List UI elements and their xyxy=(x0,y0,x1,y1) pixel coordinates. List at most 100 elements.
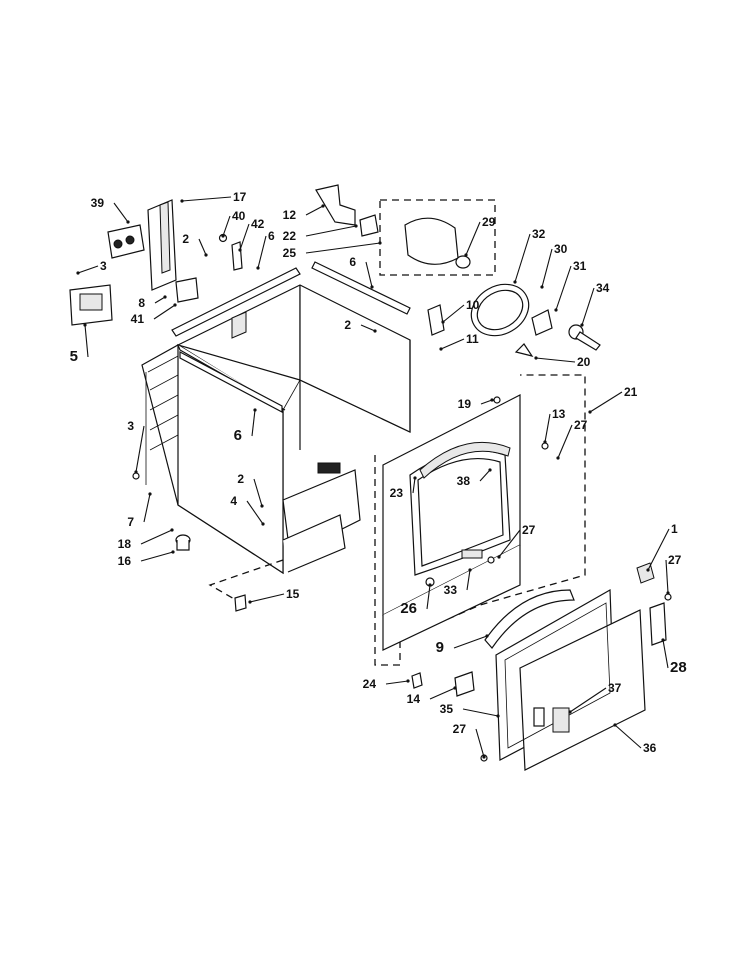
leader-line-c5 xyxy=(84,324,89,358)
leader-tip-c13 xyxy=(543,440,547,444)
leader-tip-c27c xyxy=(666,591,670,595)
leader-tip-c35 xyxy=(496,714,500,718)
leader-tip-c2b xyxy=(373,329,377,333)
callout-c22: 22 xyxy=(283,229,297,243)
leader-tip-c15 xyxy=(248,600,252,604)
leader-tip-c30 xyxy=(540,285,544,289)
callout-c34: 34 xyxy=(596,281,610,295)
callout-c1: 1 xyxy=(671,522,678,536)
callout-c16: 16 xyxy=(118,554,132,568)
leader-tip-c6b xyxy=(370,285,374,289)
callout-c33: 33 xyxy=(444,583,458,597)
front-panel-assembly xyxy=(374,374,586,666)
motor-assembly xyxy=(315,184,496,276)
leader-line-c28 xyxy=(662,639,669,669)
callout-c31: 31 xyxy=(573,259,587,273)
callout-c7: 7 xyxy=(127,515,134,529)
leader-line-c21 xyxy=(589,391,623,413)
leader-line-c27d xyxy=(475,728,485,758)
leader-line-c2c xyxy=(253,478,263,507)
leader-tip-c2a xyxy=(204,253,208,257)
leader-tip-c32 xyxy=(513,280,517,284)
callout-c35: 35 xyxy=(440,702,454,716)
leader-tip-c12 xyxy=(321,204,325,208)
leader-tip-c23 xyxy=(413,476,417,480)
callout-c37: 37 xyxy=(608,681,622,695)
leader-tip-c22 xyxy=(354,224,358,228)
leader-tip-c6a xyxy=(256,266,260,270)
leader-tip-c9 xyxy=(485,634,489,638)
callout-c24: 24 xyxy=(363,677,377,691)
leader-tip-c29 xyxy=(464,253,468,257)
leader-line-c6c xyxy=(251,409,256,437)
callout-c26: 26 xyxy=(400,600,417,617)
leader-tip-c4 xyxy=(261,522,265,526)
callout-c6a: 6 xyxy=(268,229,275,243)
leader-line-c18 xyxy=(140,529,173,545)
leader-line-c41 xyxy=(153,304,176,320)
callout-c18: 18 xyxy=(118,537,132,551)
leader-tip-c27a xyxy=(556,456,560,460)
leader-tip-c36 xyxy=(613,723,617,727)
callout-c30: 30 xyxy=(554,242,568,256)
callout-c28: 28 xyxy=(670,659,687,676)
leader-tip-c8 xyxy=(163,295,167,299)
callout-c2c: 2 xyxy=(237,472,244,486)
leader-line-c19 xyxy=(480,399,493,405)
leader-line-c25 xyxy=(305,242,381,254)
callout-c2b: 2 xyxy=(344,318,351,332)
callout-c29: 29 xyxy=(482,215,496,229)
callout-c11: 11 xyxy=(466,332,479,346)
callout-c17: 17 xyxy=(233,190,247,204)
leader-line-c3a xyxy=(77,265,99,274)
leader-tip-c7 xyxy=(148,492,152,496)
leader-tip-c39 xyxy=(126,220,130,224)
callout-c42: 42 xyxy=(251,217,265,231)
callout-c2a: 2 xyxy=(182,232,189,246)
leader-line-c1 xyxy=(647,528,670,571)
callout-c3b: 3 xyxy=(127,419,134,433)
leader-line-c15 xyxy=(249,593,285,603)
leader-line-c6a xyxy=(257,235,267,269)
callout-c25: 25 xyxy=(283,246,297,260)
leader-tip-c41 xyxy=(173,303,177,307)
leader-line-c37 xyxy=(569,687,607,713)
leader-line-c12 xyxy=(305,205,324,216)
leader-tip-c27b xyxy=(497,555,501,559)
callout-c32: 32 xyxy=(532,227,546,241)
leader-line-c14 xyxy=(429,687,456,700)
callout-c6c: 6 xyxy=(234,427,242,444)
leader-line-c6b xyxy=(365,261,373,288)
callout-c23: 23 xyxy=(390,486,404,500)
door xyxy=(411,562,667,771)
leader-tip-c40 xyxy=(221,234,225,238)
leader-line-c36 xyxy=(614,724,642,749)
callout-c41: 41 xyxy=(131,312,145,326)
leader-line-c24 xyxy=(385,680,409,685)
callout-c12: 12 xyxy=(283,208,297,222)
leader-line-c39 xyxy=(113,202,129,223)
leader-line-c7 xyxy=(143,493,151,523)
leader-tip-c34 xyxy=(580,323,584,327)
callout-c14: 14 xyxy=(407,692,421,706)
control-bracket xyxy=(69,199,243,326)
leader-tip-c33 xyxy=(468,568,472,572)
callout-c9: 9 xyxy=(436,639,444,656)
leader-tip-c24 xyxy=(406,679,410,683)
leader-tip-c19 xyxy=(490,398,494,402)
callout-c27d: 27 xyxy=(453,722,467,736)
leader-tip-c10 xyxy=(441,320,445,324)
leader-line-c27c xyxy=(665,559,669,594)
callout-c27c: 27 xyxy=(668,553,682,567)
callout-c38: 38 xyxy=(457,474,471,488)
leader-line-c9 xyxy=(453,635,488,649)
leader-tip-c1 xyxy=(646,568,650,572)
cabinet xyxy=(141,261,411,575)
leader-line-c4 xyxy=(246,500,264,525)
leader-line-c10 xyxy=(442,304,465,323)
leader-tip-c6c xyxy=(253,408,257,412)
leader-line-c2b xyxy=(360,324,376,332)
callout-c27b: 27 xyxy=(522,523,536,537)
